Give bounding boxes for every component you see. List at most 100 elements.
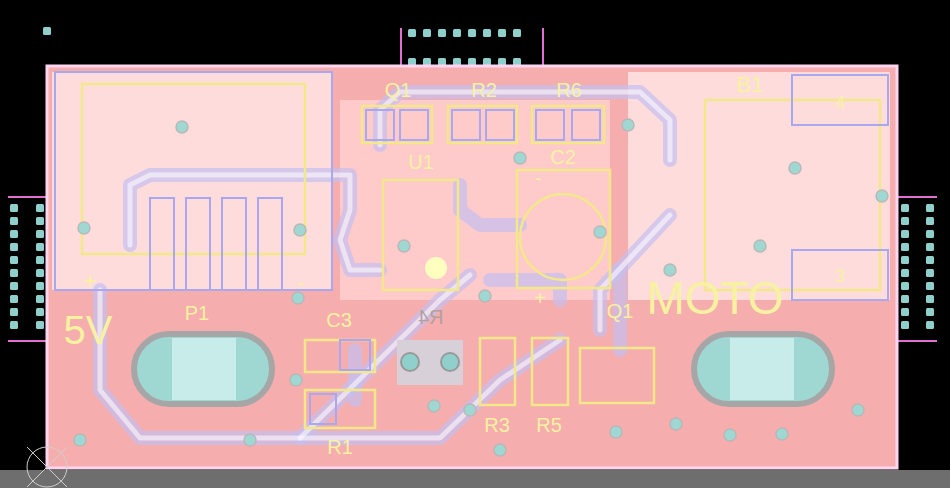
silkscreen-label: 3 (835, 267, 845, 285)
edge-pad (408, 29, 416, 37)
via (294, 224, 306, 236)
silkscreen-label: + (83, 269, 97, 293)
edge-pad (926, 269, 934, 277)
edge-pad (901, 282, 909, 290)
silkscreen-label: R5 (536, 415, 562, 435)
silkscreen-label: B1 (737, 74, 764, 96)
edge-pad (10, 230, 18, 238)
edge-pad (926, 321, 934, 329)
silkscreen-label: + (534, 288, 546, 308)
mounting-pads (134, 334, 832, 404)
silkscreen-label: R2 (471, 80, 497, 100)
edge-pad (10, 295, 18, 303)
board (47, 66, 897, 468)
via (724, 429, 736, 441)
via (754, 240, 766, 252)
silkscreen-label: 5V (64, 310, 113, 350)
edge-pad (36, 204, 44, 212)
ground-bar (0, 470, 950, 488)
edge-pad (926, 282, 934, 290)
edge-pad (10, 269, 18, 277)
edge-pad (10, 204, 18, 212)
edge-pad (926, 230, 934, 238)
edge-pad (468, 29, 476, 37)
edge-pad (483, 29, 491, 37)
edge-pad (498, 29, 506, 37)
edge-pad (438, 29, 446, 37)
via (78, 222, 90, 234)
silkscreen-label: MOTO (646, 275, 783, 321)
silkscreen-label: R3 (484, 415, 510, 435)
via (464, 404, 476, 416)
edge-pad (901, 243, 909, 251)
edge-pad (901, 230, 909, 238)
edge-pad (901, 256, 909, 264)
edge-pad (36, 256, 44, 264)
edge-pad (453, 29, 461, 37)
edge-pad (36, 282, 44, 290)
silkscreen-label: 4 (835, 94, 845, 112)
edge-pad (43, 27, 51, 35)
edge-pad (926, 256, 934, 264)
via (428, 400, 440, 412)
silkscreen-label: U1 (408, 152, 434, 172)
via (479, 290, 491, 302)
via (670, 418, 682, 430)
silkscreen-label: P1 (185, 303, 209, 323)
edge-pad (10, 256, 18, 264)
silkscreen-label: C3 (326, 310, 352, 330)
silkscreen-label: Q1 (385, 80, 412, 100)
pour-light (52, 72, 890, 300)
edge-pad (10, 243, 18, 251)
silkscreen-label: Q1 (607, 301, 634, 321)
silkscreen-label: R1 (327, 437, 353, 457)
via (514, 152, 526, 164)
edge-pad (901, 204, 909, 212)
edge-pad (10, 308, 18, 316)
silkscreen-label: C2 (550, 147, 576, 167)
edge-pad (36, 308, 44, 316)
via (622, 119, 634, 131)
via (852, 404, 864, 416)
via (441, 353, 459, 371)
silkscreen-label: R4 (418, 307, 444, 327)
edge-pad (901, 308, 909, 316)
via (594, 226, 606, 238)
edge-pad (10, 282, 18, 290)
via (176, 121, 188, 133)
origin-mark (27, 447, 67, 487)
edge-pad (901, 295, 909, 303)
via (244, 434, 256, 446)
via (398, 240, 410, 252)
via (74, 434, 86, 446)
edge-pad (901, 269, 909, 277)
via (610, 426, 622, 438)
r4-footprint (397, 340, 463, 385)
edge-pad (901, 217, 909, 225)
via (776, 428, 788, 440)
via (401, 353, 419, 371)
edge-pad (36, 295, 44, 303)
via (789, 162, 801, 174)
edge-pad (36, 217, 44, 225)
via (876, 190, 888, 202)
traces (100, 92, 670, 438)
edge-pad (10, 217, 18, 225)
edge-pad (36, 269, 44, 277)
vias (74, 119, 888, 456)
silkscreen-label: R6 (556, 80, 582, 100)
pad-outlines (55, 72, 888, 424)
edge-pad (36, 321, 44, 329)
edge-pad (926, 204, 934, 212)
silkscreen-label: - (535, 168, 542, 188)
edge-pad (423, 29, 431, 37)
silkscreen (82, 84, 880, 428)
edge-pad (926, 243, 934, 251)
via (494, 444, 506, 456)
via (290, 374, 302, 386)
edge-pad (926, 217, 934, 225)
edge-pad (36, 230, 44, 238)
edge-pad (926, 295, 934, 303)
